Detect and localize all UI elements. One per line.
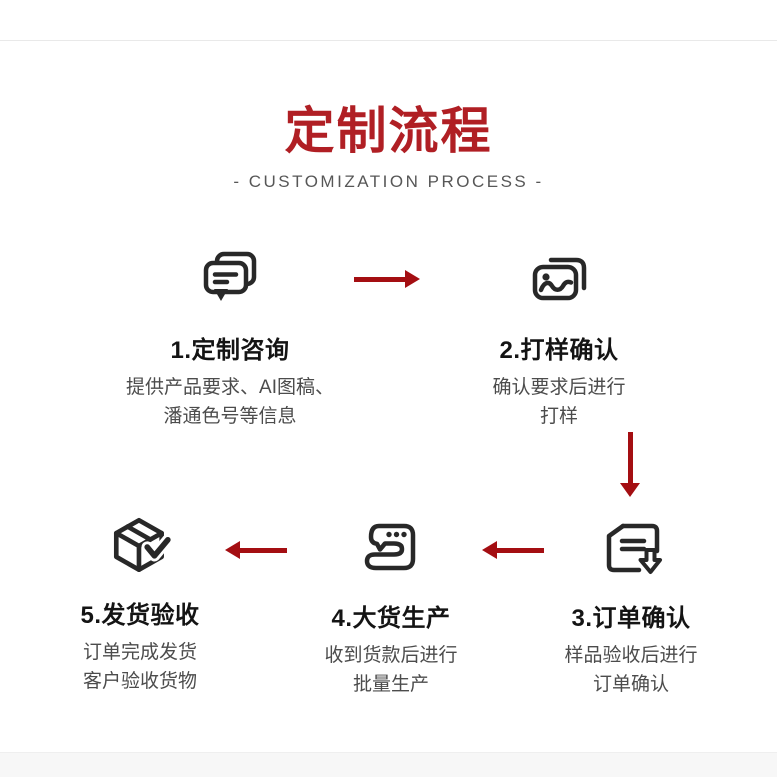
desc-line: 打样 (539, 406, 578, 427)
package-check-icon (0, 513, 280, 579)
step-4-mass-production: 4.大货生产 收到货款后进行 批量生产 (251, 516, 531, 699)
desc-line: 收到货款后进行 (324, 645, 458, 666)
step-3-order-confirmation: 3.订单确认 样品验收后进行 订单确认 (491, 516, 771, 699)
step-title: 5.发货验收 (80, 602, 200, 629)
sewing-machine-icon (251, 516, 531, 582)
step-title: 3.订单确认 (571, 605, 691, 632)
arrow-step2-to-step3-icon (620, 432, 640, 497)
desc-line: 样品验收后进行 (564, 645, 698, 666)
chat-icon (90, 248, 370, 314)
step-description: 收到货款后进行 批量生产 (251, 641, 531, 699)
step-description: 订单完成发货 客户验收货物 (0, 638, 280, 696)
photos-icon (419, 248, 699, 314)
desc-line: 潘通色号等信息 (163, 406, 297, 427)
desc-line: 确认要求后进行 (492, 377, 626, 398)
step-description: 样品验收后进行 订单确认 (491, 641, 771, 699)
desc-line: 客户验收货物 (82, 671, 197, 692)
step-title: 2.打样确认 (499, 337, 619, 364)
step-1-consultation: 1.定制咨询 提供产品要求、AI图稿、 潘通色号等信息 (90, 248, 370, 431)
arrow-step3-to-step4-icon (482, 541, 544, 559)
desc-line: 提供产品要求、AI图稿、 (126, 377, 334, 398)
bottom-strip (0, 752, 777, 777)
desc-line: 订单完成发货 (82, 642, 197, 663)
desc-line: 批量生产 (352, 674, 429, 695)
step-description: 确认要求后进行 打样 (419, 373, 699, 431)
page-title: 定制流程 (284, 103, 493, 159)
page-subtitle: - CUSTOMIZATION PROCESS - (233, 172, 544, 191)
step-description: 提供产品要求、AI图稿、 潘通色号等信息 (90, 373, 370, 431)
top-divider (0, 40, 777, 41)
arrow-step4-to-step5-icon (225, 541, 287, 559)
order-document-icon (491, 516, 771, 582)
step-5-delivery-acceptance: 5.发货验收 订单完成发货 客户验收货物 (0, 513, 280, 696)
step-title: 1.定制咨询 (170, 337, 290, 364)
step-2-sample-confirmation: 2.打样确认 确认要求后进行 打样 (419, 248, 699, 431)
desc-line: 订单确认 (592, 674, 669, 695)
arrow-step1-to-step2-icon (354, 270, 420, 288)
step-title: 4.大货生产 (331, 605, 451, 632)
